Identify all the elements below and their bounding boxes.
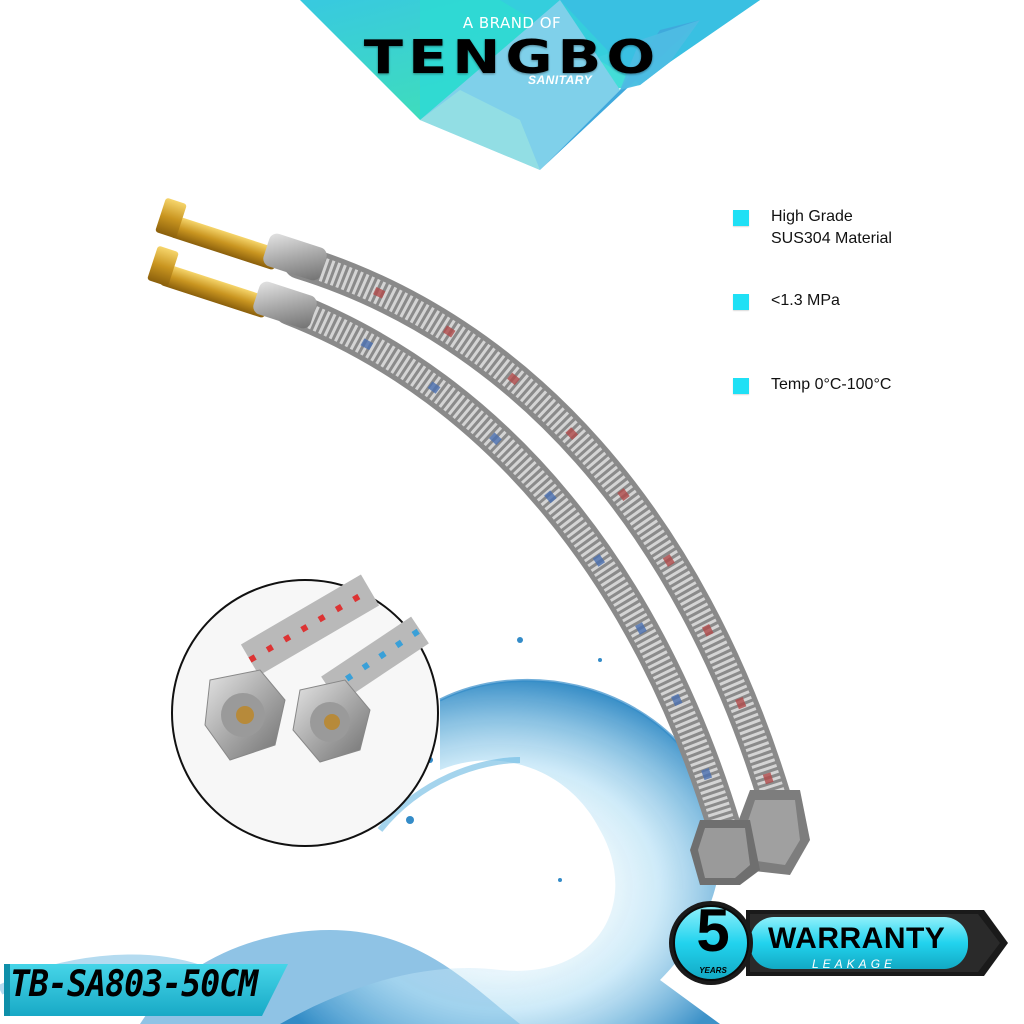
warranty-badge <box>669 901 1008 985</box>
brand-subtitle: SANITARY <box>528 73 593 87</box>
warranty-years-label: YEARS <box>699 966 727 975</box>
square-bullet-icon <box>733 210 749 226</box>
hose-cold <box>147 246 760 885</box>
brand-banner-background <box>300 0 760 170</box>
model-tag-ribbon <box>4 964 288 1016</box>
model-number: TB-SA803-50CM <box>10 964 258 1005</box>
feature-material: High Grade SUS304 Material <box>733 206 892 250</box>
brand-logo: TENGBO <box>363 30 661 84</box>
feature-pressure: <1.3 MPa <box>733 290 840 312</box>
warranty-years-number: 5 <box>696 897 730 964</box>
warranty-title: WARRANTY <box>768 922 946 955</box>
detail-inset <box>171 574 439 847</box>
square-bullet-icon <box>733 378 749 394</box>
feature-temperature: Temp 0°C-100°C <box>733 374 891 396</box>
warranty-subtitle: LEAKAGE <box>812 957 897 971</box>
square-bullet-icon <box>733 294 749 310</box>
brand-prefix: A BRAND OF <box>462 14 562 32</box>
